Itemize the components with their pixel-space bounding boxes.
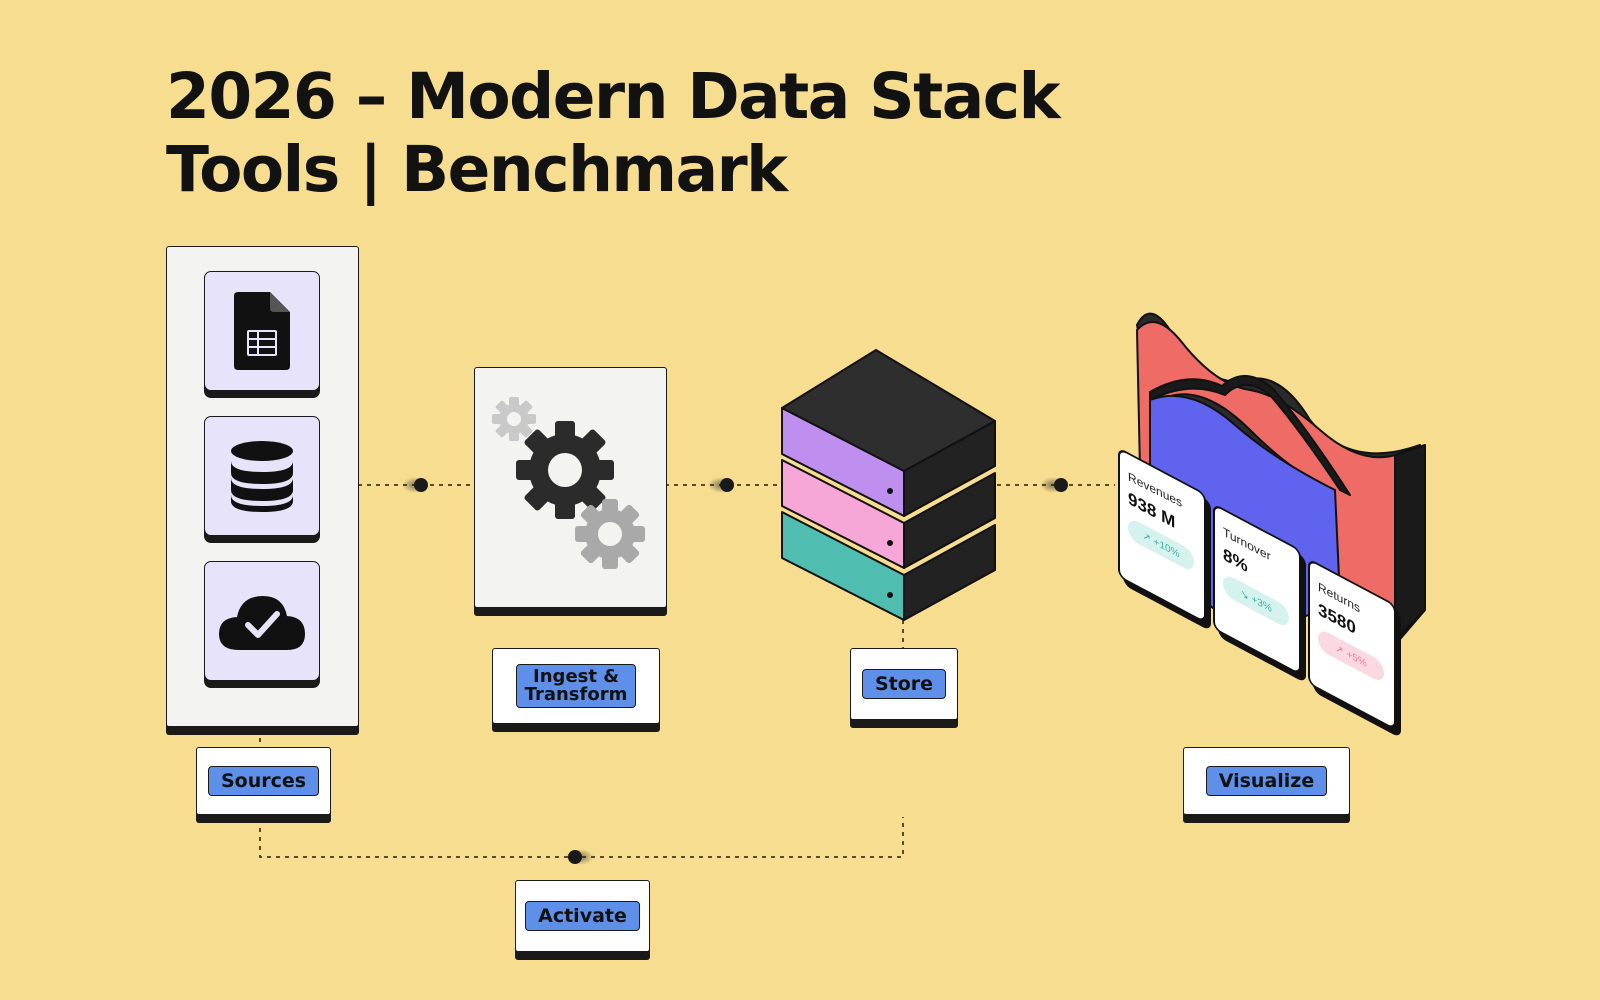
flow-dot <box>720 478 734 492</box>
kpi-badge: ↘ +3% <box>1223 572 1289 630</box>
trend-up-icon: ↗ <box>1335 641 1347 659</box>
activate-label[interactable]: Activate <box>525 901 640 931</box>
trend-down-icon: ↘ <box>1240 586 1252 604</box>
medium-gear-icon <box>575 499 645 569</box>
cloud-tile[interactable] <box>204 561 320 681</box>
title-line-1: 2026 – Modern Data Stack <box>166 60 1060 133</box>
ingest-label-card: Ingest & Transform <box>492 648 660 724</box>
page-title: 2026 – Modern Data Stack Tools | Benchma… <box>166 60 1060 206</box>
flow-dot <box>1054 478 1068 492</box>
cloud-check-icon <box>219 596 305 650</box>
kpi-badge-text: +10% <box>1153 535 1180 561</box>
flow-dot <box>414 478 428 492</box>
spreadsheet-tile[interactable] <box>204 271 320 391</box>
database-icon <box>231 441 293 512</box>
server-stack-icon <box>781 349 996 621</box>
small-gear-icon <box>492 397 536 441</box>
kpi-badge-text: +5% <box>1346 647 1367 670</box>
sources-label-card: Sources <box>196 747 331 815</box>
connector-activate-loop <box>259 738 904 858</box>
title-line-2: Tools | Benchmark <box>166 133 788 206</box>
ingest-panel <box>474 367 667 608</box>
sources-panel <box>166 246 359 727</box>
flow-dots <box>402 477 1068 865</box>
flow-dot <box>568 850 582 864</box>
kpi-badge-text: +3% <box>1251 592 1272 615</box>
trend-up-icon: ↗ <box>1142 529 1154 547</box>
ingest-transform-label[interactable]: Ingest & Transform <box>515 664 637 708</box>
activate-label-card: Activate <box>515 880 650 952</box>
server-top <box>781 349 996 472</box>
database-tile[interactable] <box>204 416 320 536</box>
store-label[interactable]: Store <box>861 669 947 699</box>
visualize-label-card: Visualize <box>1183 747 1350 815</box>
spreadsheet-file-icon <box>234 292 290 370</box>
sources-label[interactable]: Sources <box>207 766 320 796</box>
store-label-card: Store <box>850 648 958 720</box>
visualize-label[interactable]: Visualize <box>1205 766 1328 796</box>
large-gear-icon <box>516 421 614 519</box>
